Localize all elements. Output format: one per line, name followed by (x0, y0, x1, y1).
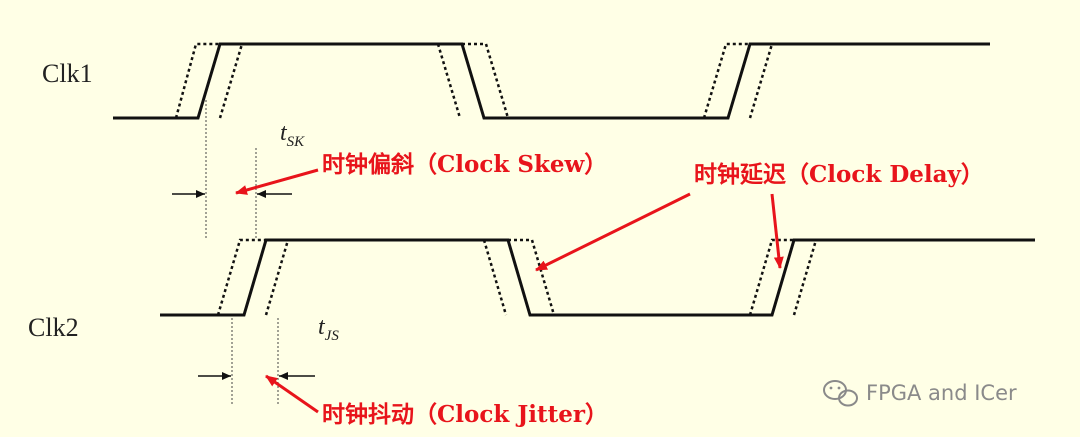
skew-red-arrow (235, 168, 319, 195)
clk1-dotted-rise2-early (702, 42, 750, 119)
annotation-arrows (235, 168, 784, 414)
clk2-waveform (160, 238, 1035, 317)
t-sk-sub: SK (287, 134, 306, 150)
clk1-label: Clk1 (42, 59, 93, 88)
guide-lines (205, 100, 279, 405)
t-js-sub: JS (325, 328, 340, 344)
clock-skew-annotation: 时钟偏斜（Clock Skew） (322, 151, 607, 178)
t-sk-base: t (280, 120, 288, 146)
clk2-dotted-rise-late (264, 239, 290, 316)
t-sk-symbol: tSK (280, 120, 305, 150)
delay-red-arrow-left (535, 192, 691, 272)
t-js-symbol: tJS (318, 314, 339, 344)
clk2-dotted-fall-early (482, 239, 508, 316)
watermark-text: FPGA and ICer (866, 381, 1017, 405)
clk2-dotted-rise2-early (748, 238, 794, 316)
clock-jitter-annotation: 时钟抖动（Clock Jitter） (322, 401, 608, 428)
jitter-red-arrow (265, 374, 319, 414)
clk1-dotted-late-edge (218, 43, 244, 119)
clk1-dotted-early-edge (174, 42, 220, 119)
delay-red-arrow-right (770, 193, 784, 269)
clk1-dotted-rise2-late (748, 43, 774, 119)
clk2-dotted-rise2-late (792, 239, 818, 316)
clk2-label: Clk2 (28, 313, 79, 342)
wechat-icon (823, 380, 858, 407)
clk2-solid-edge (160, 238, 1035, 317)
measurement-arrows (172, 190, 315, 380)
clk1-dotted-fall-late (462, 42, 510, 120)
clk1-waveform (113, 42, 990, 120)
clk2-dotted-rise-early (216, 238, 266, 316)
clock-delay-annotation: 时钟延迟（Clock Delay） (694, 161, 984, 188)
clk2-dotted-fall-late (508, 238, 556, 317)
clk1-dotted-fall-early (436, 43, 462, 119)
t-js-base: t (318, 314, 326, 340)
clk1-solid-edge (113, 42, 990, 120)
